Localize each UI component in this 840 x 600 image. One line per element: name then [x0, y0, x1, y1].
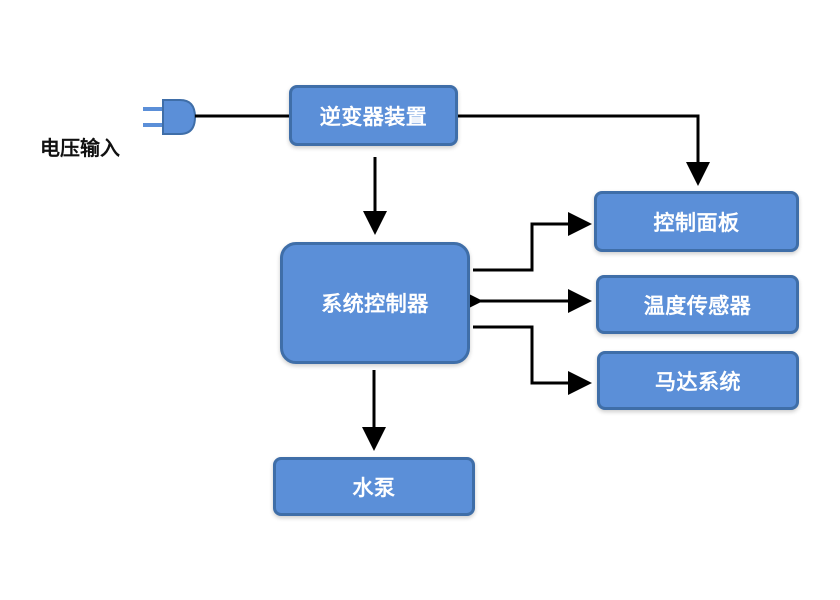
connector-inverter-to-panel — [456, 114, 710, 186]
system-controller-box: 系统控制器 — [280, 242, 470, 364]
temperature-sensor-box: 温度传感器 — [596, 275, 799, 334]
control-panel-box: 控制面板 — [594, 191, 799, 252]
pump-box: 水泵 — [273, 457, 475, 516]
connector-controller-to-motor — [473, 325, 592, 395]
connector-controller-to-panel — [473, 212, 592, 272]
voltage-input-label: 电压输入 — [40, 136, 120, 160]
motor-system-box: 马达系统 — [597, 351, 799, 410]
power-plug-icon — [143, 99, 197, 135]
inverter-box: 逆变器装置 — [289, 85, 458, 146]
